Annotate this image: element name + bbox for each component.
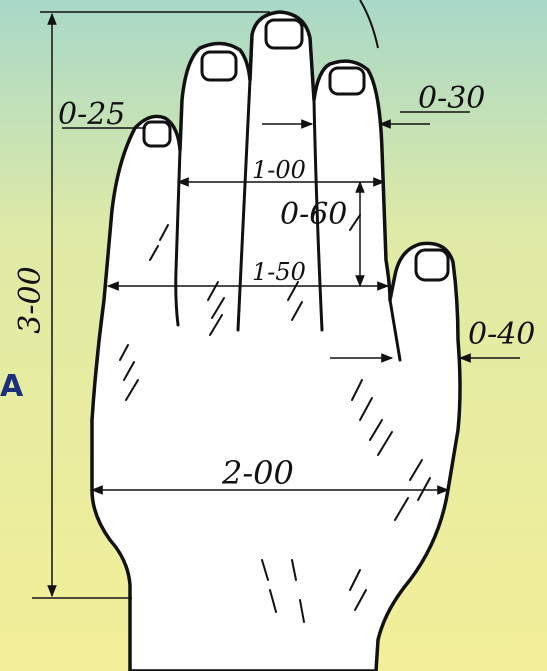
label-finger-length: 0-60 xyxy=(280,197,347,232)
label-total-height: 3-00 xyxy=(13,266,48,333)
side-letter: A xyxy=(0,369,24,404)
label-middle-finger-width: 0-30 xyxy=(418,81,485,116)
finger-gap-3 xyxy=(312,98,324,332)
hatching xyxy=(119,214,431,623)
hand-outline xyxy=(90,10,462,671)
hand-drawing xyxy=(90,10,462,671)
label-palm-width: 2-00 xyxy=(221,454,294,492)
nail-little xyxy=(142,120,172,148)
nail-middle xyxy=(264,18,304,50)
dimension-lines xyxy=(32,11,520,599)
finger-gap-2 xyxy=(236,78,252,332)
label-span-upper: 1-00 xyxy=(252,156,306,184)
label-little-finger-width: 0-25 xyxy=(58,97,125,132)
nail-thumb xyxy=(414,248,450,282)
label-thumb-width: 0-40 xyxy=(468,317,535,352)
nail-index xyxy=(200,50,238,82)
thumb-base xyxy=(388,298,402,362)
label-span-lower: 1-50 xyxy=(252,258,306,286)
fingernails xyxy=(142,18,450,282)
nail-ring xyxy=(328,66,366,96)
stray-line xyxy=(359,0,379,49)
